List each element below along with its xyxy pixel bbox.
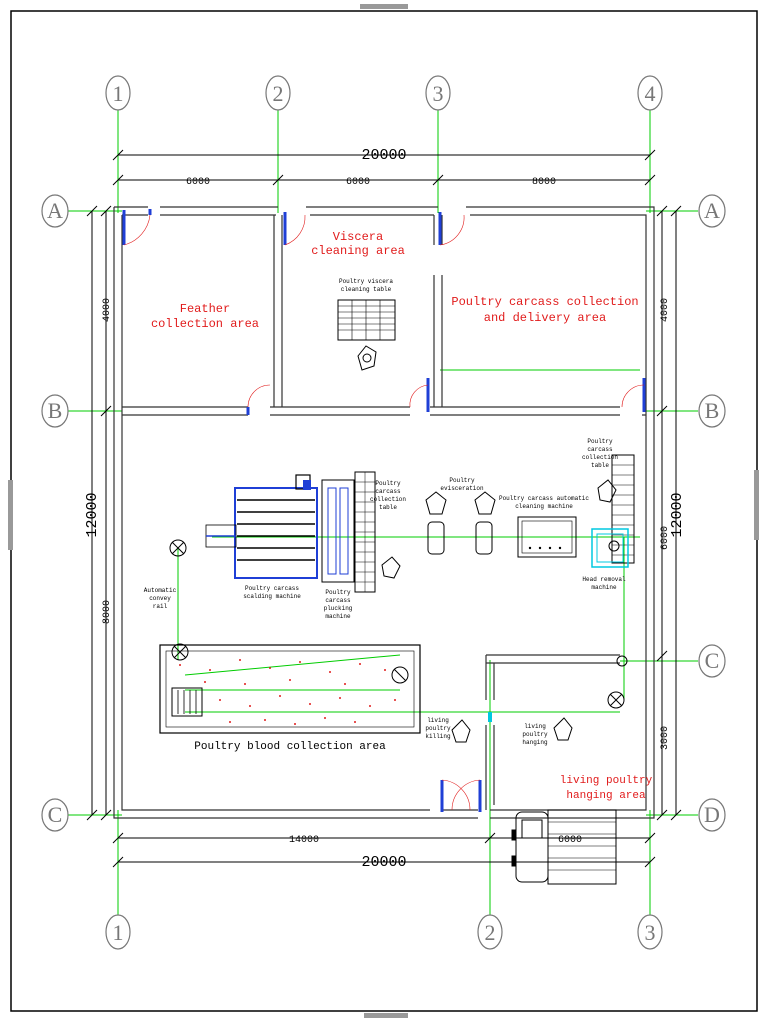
grid-label-right-b: B xyxy=(705,398,720,423)
top-title-mark xyxy=(360,4,408,9)
dim-right-upper: 4000 xyxy=(660,298,671,322)
carcass-collection-table xyxy=(354,471,401,593)
grid-label-right-a: A xyxy=(704,198,720,223)
dimension-lines-bottom xyxy=(112,832,656,868)
grid-lines xyxy=(68,110,698,915)
dim-bottom-left: 14000 xyxy=(289,835,319,846)
grid-bubbles xyxy=(41,75,726,950)
grid-label-bottom-1: 1 xyxy=(113,920,124,945)
operator-icons xyxy=(451,717,573,743)
dimension-lines-sides xyxy=(86,205,682,821)
worker-icon xyxy=(597,479,617,503)
grid-label-top-2: 2 xyxy=(273,81,284,106)
dim-left-total: 12000 xyxy=(84,492,101,537)
worker-icon xyxy=(357,345,377,371)
grid-label-right-c: C xyxy=(705,648,720,673)
grid-label-bottom-3: 3 xyxy=(645,920,656,945)
grid-label-top-3: 3 xyxy=(433,81,444,106)
walls xyxy=(113,206,655,819)
scalding-machine xyxy=(205,474,318,579)
grid-label-left-c: C xyxy=(48,802,63,827)
dim-left-lower: 8000 xyxy=(102,600,113,624)
dim-right-mid: 6000 xyxy=(660,526,671,550)
grid-label-top-1: 1 xyxy=(113,81,124,106)
dim-right-lower: 3000 xyxy=(660,726,671,750)
grid-label-top-4: 4 xyxy=(645,81,656,106)
dim-top-span-2: 6000 xyxy=(346,177,370,188)
dim-right-total: 12000 xyxy=(669,492,686,537)
viscera-cleaning-table xyxy=(337,299,396,371)
grid-label-left-b: B xyxy=(48,398,63,423)
bottom-title-mark xyxy=(364,1013,408,1018)
worker-icon xyxy=(381,556,401,579)
hanging-marker xyxy=(488,712,492,722)
auto-cleaning-machine xyxy=(517,516,577,558)
plucking-machine xyxy=(321,479,355,583)
dim-bottom-total: 20000 xyxy=(361,854,406,871)
grid-label-bottom-2: 2 xyxy=(485,920,496,945)
dim-top-span-1: 6000 xyxy=(186,177,210,188)
dim-top-total: 20000 xyxy=(361,147,406,164)
grid-label-right-d: D xyxy=(704,802,720,827)
blood-dots xyxy=(179,659,396,725)
right-side-mark xyxy=(754,470,759,540)
left-side-mark xyxy=(8,480,13,550)
dim-left-upper: 4000 xyxy=(102,298,113,322)
blood-collection-tank xyxy=(159,644,421,734)
dim-top-span-3: 8000 xyxy=(532,177,556,188)
grid-label-left-a: A xyxy=(47,198,63,223)
dimension-lines-top xyxy=(112,149,656,186)
label-blood-area: Poultry blood collection area xyxy=(194,741,386,753)
door-swings xyxy=(123,214,645,811)
doors xyxy=(122,209,646,812)
conveyor-wheels xyxy=(169,539,628,709)
delivery-truck xyxy=(511,809,617,885)
dim-bottom-right: 6000 xyxy=(558,835,582,846)
evisceration-stations xyxy=(425,491,496,555)
head-removal-machine xyxy=(591,528,629,568)
